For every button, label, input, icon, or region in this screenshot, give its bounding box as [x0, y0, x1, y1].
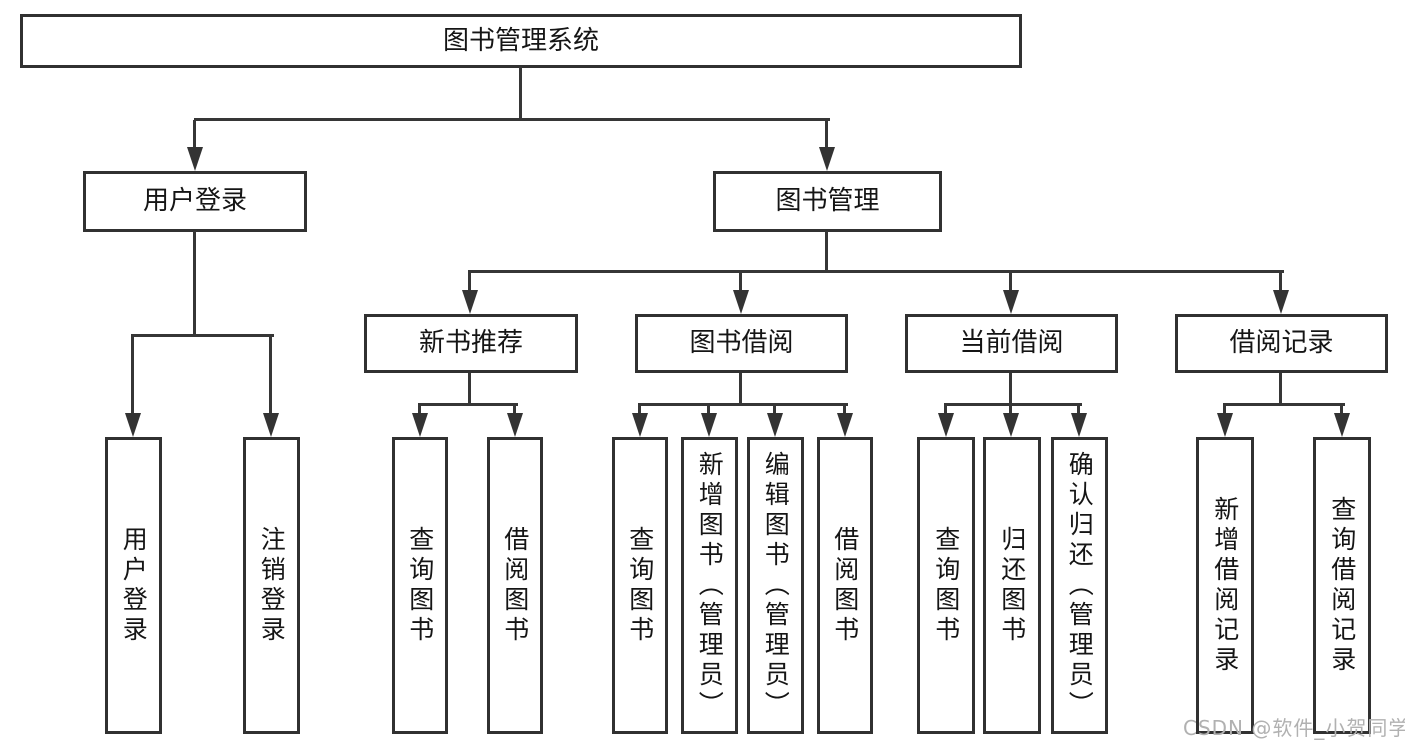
- leaf-add-borrow-record: 新增借阅记录: [1196, 437, 1254, 734]
- connector-line: [739, 272, 742, 290]
- arrow-down-icon: [1273, 290, 1289, 314]
- connector-line: [418, 403, 518, 406]
- connector-line: [1279, 272, 1282, 290]
- leaf-query-books-recommend: 查询图书: [392, 437, 448, 734]
- connector-line: [843, 405, 846, 413]
- leaf-borrow-books: 借阅图书: [817, 437, 873, 734]
- leaf-return-book: 归还图书: [983, 437, 1041, 734]
- connector-line: [1223, 405, 1226, 413]
- connector-line: [638, 405, 641, 413]
- leaf-borrow-books-recommend: 借阅图书: [487, 437, 543, 734]
- arrow-down-icon: [125, 413, 141, 437]
- arrow-down-icon: [1003, 290, 1019, 314]
- connector-line: [1009, 373, 1012, 405]
- arrow-down-icon: [837, 413, 853, 437]
- arrow-down-icon: [462, 290, 478, 314]
- connector-line: [468, 373, 471, 405]
- leaf-query-borrow-record: 查询借阅记录: [1313, 437, 1371, 734]
- node-new-book-recommend: 新书推荐: [364, 314, 578, 373]
- connector-line: [773, 405, 776, 413]
- connector-line: [1077, 405, 1080, 413]
- connector-line: [131, 334, 274, 337]
- leaf-user-login: 用户登录: [105, 437, 162, 734]
- leaf-query-books-current: 查询图书: [917, 437, 975, 734]
- connector-line: [194, 118, 830, 121]
- connector-line: [944, 403, 1082, 406]
- arrow-down-icon: [187, 147, 203, 171]
- arrow-down-icon: [938, 413, 954, 437]
- connector-line: [1009, 405, 1012, 413]
- connector-line: [944, 405, 947, 413]
- connector-line: [825, 231, 828, 272]
- connector-line: [513, 405, 516, 413]
- connector-line: [1279, 373, 1282, 405]
- connector-line: [468, 270, 1284, 273]
- connector-line: [269, 336, 272, 413]
- arrow-down-icon: [1003, 413, 1019, 437]
- node-root-system: 图书管理系统: [20, 14, 1022, 68]
- leaf-confirm-return-admin: 确认归还（管理员）: [1051, 437, 1108, 734]
- connector-line: [468, 272, 471, 290]
- arrow-down-icon: [1071, 413, 1087, 437]
- leaf-logout: 注销登录: [243, 437, 300, 734]
- arrow-down-icon: [819, 147, 835, 171]
- connector-line: [193, 120, 196, 147]
- connector-line: [418, 405, 421, 413]
- arrow-down-icon: [1334, 413, 1350, 437]
- leaf-edit-book-admin: 编辑图书（管理员）: [747, 437, 804, 734]
- connector-line: [1009, 272, 1012, 290]
- node-user-login: 用户登录: [83, 171, 307, 232]
- csdn-watermark: CSDN @软件_小贺同学: [1183, 716, 1405, 740]
- connector-line: [193, 231, 196, 336]
- node-borrow-records: 借阅记录: [1175, 314, 1388, 373]
- arrow-down-icon: [701, 413, 717, 437]
- connector-line: [519, 67, 522, 120]
- arrow-down-icon: [733, 290, 749, 314]
- node-current-borrow: 当前借阅: [905, 314, 1118, 373]
- connector-line: [739, 373, 742, 405]
- node-book-borrow: 图书借阅: [635, 314, 848, 373]
- connector-line: [638, 403, 848, 406]
- arrow-down-icon: [767, 413, 783, 437]
- arrow-down-icon: [507, 413, 523, 437]
- leaf-query-books-borrow: 查询图书: [612, 437, 668, 734]
- connector-line: [707, 405, 710, 413]
- connector-line: [1223, 403, 1345, 406]
- connector-line: [1340, 405, 1343, 413]
- connector-line: [131, 336, 134, 413]
- arrow-down-icon: [263, 413, 279, 437]
- connector-line: [825, 120, 828, 147]
- arrow-down-icon: [412, 413, 428, 437]
- arrow-down-icon: [1217, 413, 1233, 437]
- node-book-management: 图书管理: [713, 171, 942, 232]
- arrow-down-icon: [632, 413, 648, 437]
- leaf-add-book-admin: 新增图书（管理员）: [681, 437, 738, 734]
